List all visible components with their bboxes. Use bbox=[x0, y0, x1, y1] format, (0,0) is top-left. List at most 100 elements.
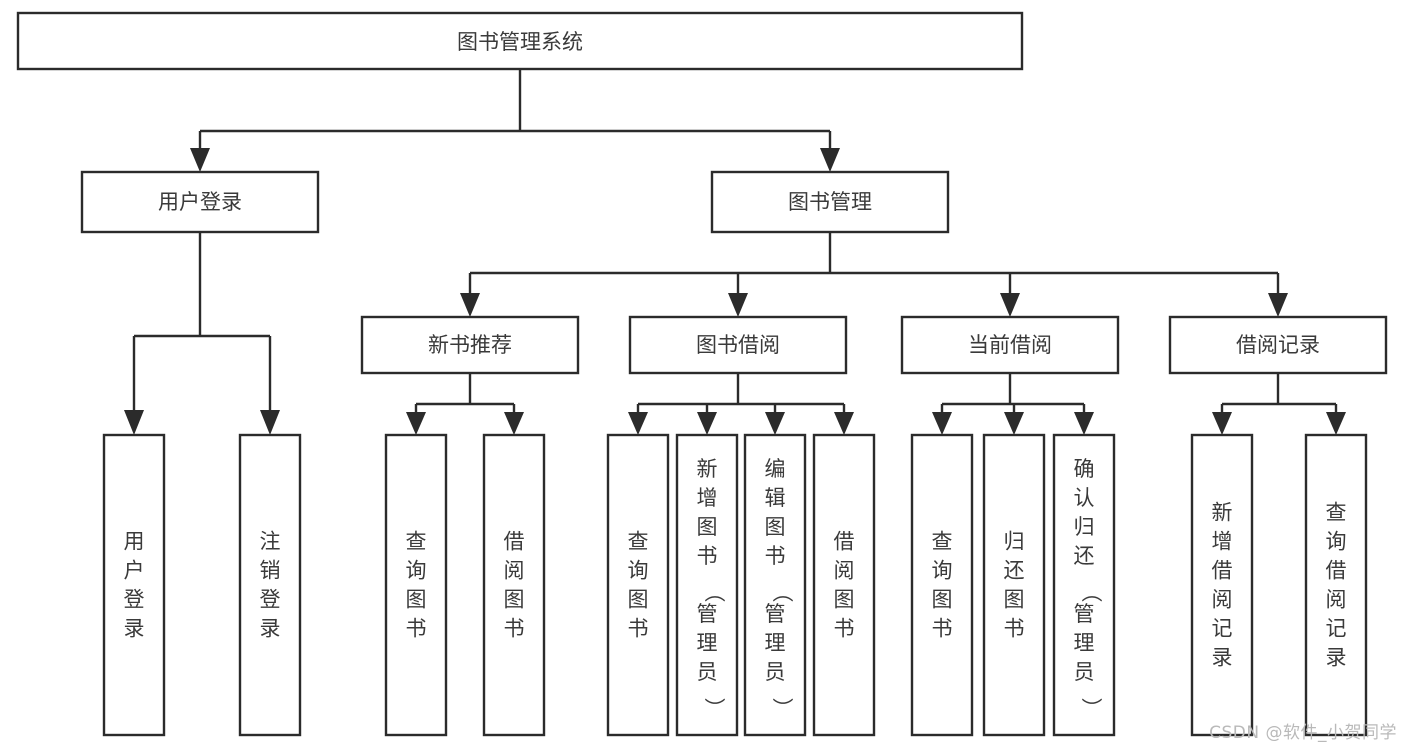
leaf-label-char: 辑 bbox=[765, 486, 786, 510]
leaf-label-char: 书 bbox=[834, 617, 855, 641]
leaf-label-char: 录 bbox=[1212, 646, 1233, 670]
leaf-label-char: 确 bbox=[1074, 457, 1095, 481]
leaf-label-char: 书 bbox=[697, 544, 718, 568]
leaf-label-char: 借 bbox=[834, 530, 855, 554]
leaf-label-char: 员 bbox=[765, 660, 786, 684]
leaf-label-char: 图 bbox=[834, 588, 855, 612]
node-leaf-query-book-2-box[interactable] bbox=[606, 433, 670, 737]
leaf-label-char: 图 bbox=[628, 588, 649, 612]
node-borrow-record-label: 借阅记录 bbox=[1236, 333, 1320, 357]
leaf-label-char: 询 bbox=[1326, 530, 1347, 554]
node-new-book-recommend-box[interactable] bbox=[360, 315, 580, 375]
leaf-label-char: 书 bbox=[1004, 617, 1025, 641]
leaf-label-char: 增 bbox=[697, 486, 718, 510]
arrow-head-leaf-user-login bbox=[124, 410, 144, 435]
leaf-label-char: 图 bbox=[1004, 588, 1025, 612]
node-user-login-box[interactable] bbox=[80, 170, 320, 234]
leaf-label-char: 书 bbox=[628, 617, 649, 641]
node-leaf-user-login[interactable]: 用户登录 bbox=[102, 433, 166, 737]
node-book-manage[interactable]: 图书管理 bbox=[710, 170, 950, 234]
leaf-label-char: 登 bbox=[260, 588, 281, 612]
leaf-label-char: 图 bbox=[504, 588, 525, 612]
leaf-label-char: 阅 bbox=[1212, 588, 1233, 612]
node-new-book-recommend[interactable]: 新书推荐 bbox=[360, 315, 580, 375]
node-new-book-recommend-label: 新书推荐 bbox=[428, 333, 512, 357]
leaf-label-char: 查 bbox=[628, 530, 649, 554]
leaf-label-char: 管 bbox=[765, 602, 786, 626]
node-root[interactable]: 图书管理系统 bbox=[16, 11, 1024, 71]
leaf-label-char: 图 bbox=[406, 588, 427, 612]
node-book-borrow[interactable]: 图书借阅 bbox=[628, 315, 848, 375]
leaf-label-char: 员 bbox=[1074, 660, 1095, 684]
node-book-borrow-box[interactable] bbox=[628, 315, 848, 375]
leaf-label-char: 借 bbox=[1212, 559, 1233, 583]
node-leaf-query-book-3-box[interactable] bbox=[910, 433, 974, 737]
node-book-manage-box[interactable] bbox=[710, 170, 950, 234]
node-root-box[interactable] bbox=[16, 11, 1024, 71]
node-leaf-borrow-book-1-box[interactable] bbox=[482, 433, 546, 737]
arrow-head-leaf-query-book-2 bbox=[628, 412, 648, 435]
arrow-head-leaf-query-book-3 bbox=[932, 412, 952, 435]
node-current-borrow[interactable]: 当前借阅 bbox=[900, 315, 1120, 375]
node-user-login[interactable]: 用户登录 bbox=[80, 170, 320, 234]
node-leaf-edit-book-box[interactable] bbox=[743, 433, 807, 737]
node-leaf-return-book-box[interactable] bbox=[982, 433, 1046, 737]
node-leaf-confirm-return-box[interactable] bbox=[1052, 433, 1116, 737]
leaf-label-char: 阅 bbox=[1326, 588, 1347, 612]
leaf-label-char: 书 bbox=[406, 617, 427, 641]
arrow-head-leaf-confirm-return bbox=[1074, 412, 1094, 435]
node-borrow-record-box[interactable] bbox=[1168, 315, 1388, 375]
leaf-label-char: 录 bbox=[1326, 646, 1347, 670]
node-leaf-add-book-box[interactable] bbox=[675, 433, 739, 737]
leaf-label-char: 询 bbox=[628, 559, 649, 583]
arrow-head-leaf-borrow-book-1 bbox=[504, 412, 524, 435]
leaf-label-char: ） bbox=[770, 698, 794, 719]
leaf-label-char: 新 bbox=[697, 457, 718, 481]
leaf-label-char: 户 bbox=[124, 559, 145, 583]
arrow-head-leaf-logout bbox=[260, 410, 280, 435]
arrow-head-book-borrow bbox=[728, 293, 748, 317]
arrow-head-leaf-borrow-book-2 bbox=[834, 412, 854, 435]
node-book-manage-label: 图书管理 bbox=[788, 190, 872, 214]
arrow-head-leaf-add-book bbox=[697, 412, 717, 435]
node-current-borrow-box[interactable] bbox=[900, 315, 1120, 375]
arrow-head-new-book-recommend bbox=[460, 293, 480, 317]
leaf-label-char: 图 bbox=[932, 588, 953, 612]
leaf-label-char: 录 bbox=[260, 617, 281, 641]
leaf-label-char: 管 bbox=[1074, 602, 1095, 626]
node-leaf-query-record-box[interactable] bbox=[1304, 433, 1368, 737]
leaf-label-char: 书 bbox=[932, 617, 953, 641]
leaf-label-char: 管 bbox=[697, 602, 718, 626]
node-borrow-record[interactable]: 借阅记录 bbox=[1168, 315, 1388, 375]
arrow-head-leaf-query-book-1 bbox=[406, 412, 426, 435]
node-user-login-label: 用户登录 bbox=[158, 190, 242, 214]
node-leaf-add-record-box[interactable] bbox=[1190, 433, 1254, 737]
node-leaf-user-login-box[interactable] bbox=[102, 433, 166, 737]
node-leaf-borrow-book-2-box[interactable] bbox=[812, 433, 876, 737]
connector-layer bbox=[124, 69, 1346, 435]
leaf-label-char: 借 bbox=[504, 530, 525, 554]
leaf-label-char: 查 bbox=[932, 530, 953, 554]
node-leaf-query-book-1-box[interactable] bbox=[384, 433, 448, 737]
node-leaf-logout-box[interactable] bbox=[238, 433, 302, 737]
leaf-label-char: 增 bbox=[1212, 530, 1233, 554]
